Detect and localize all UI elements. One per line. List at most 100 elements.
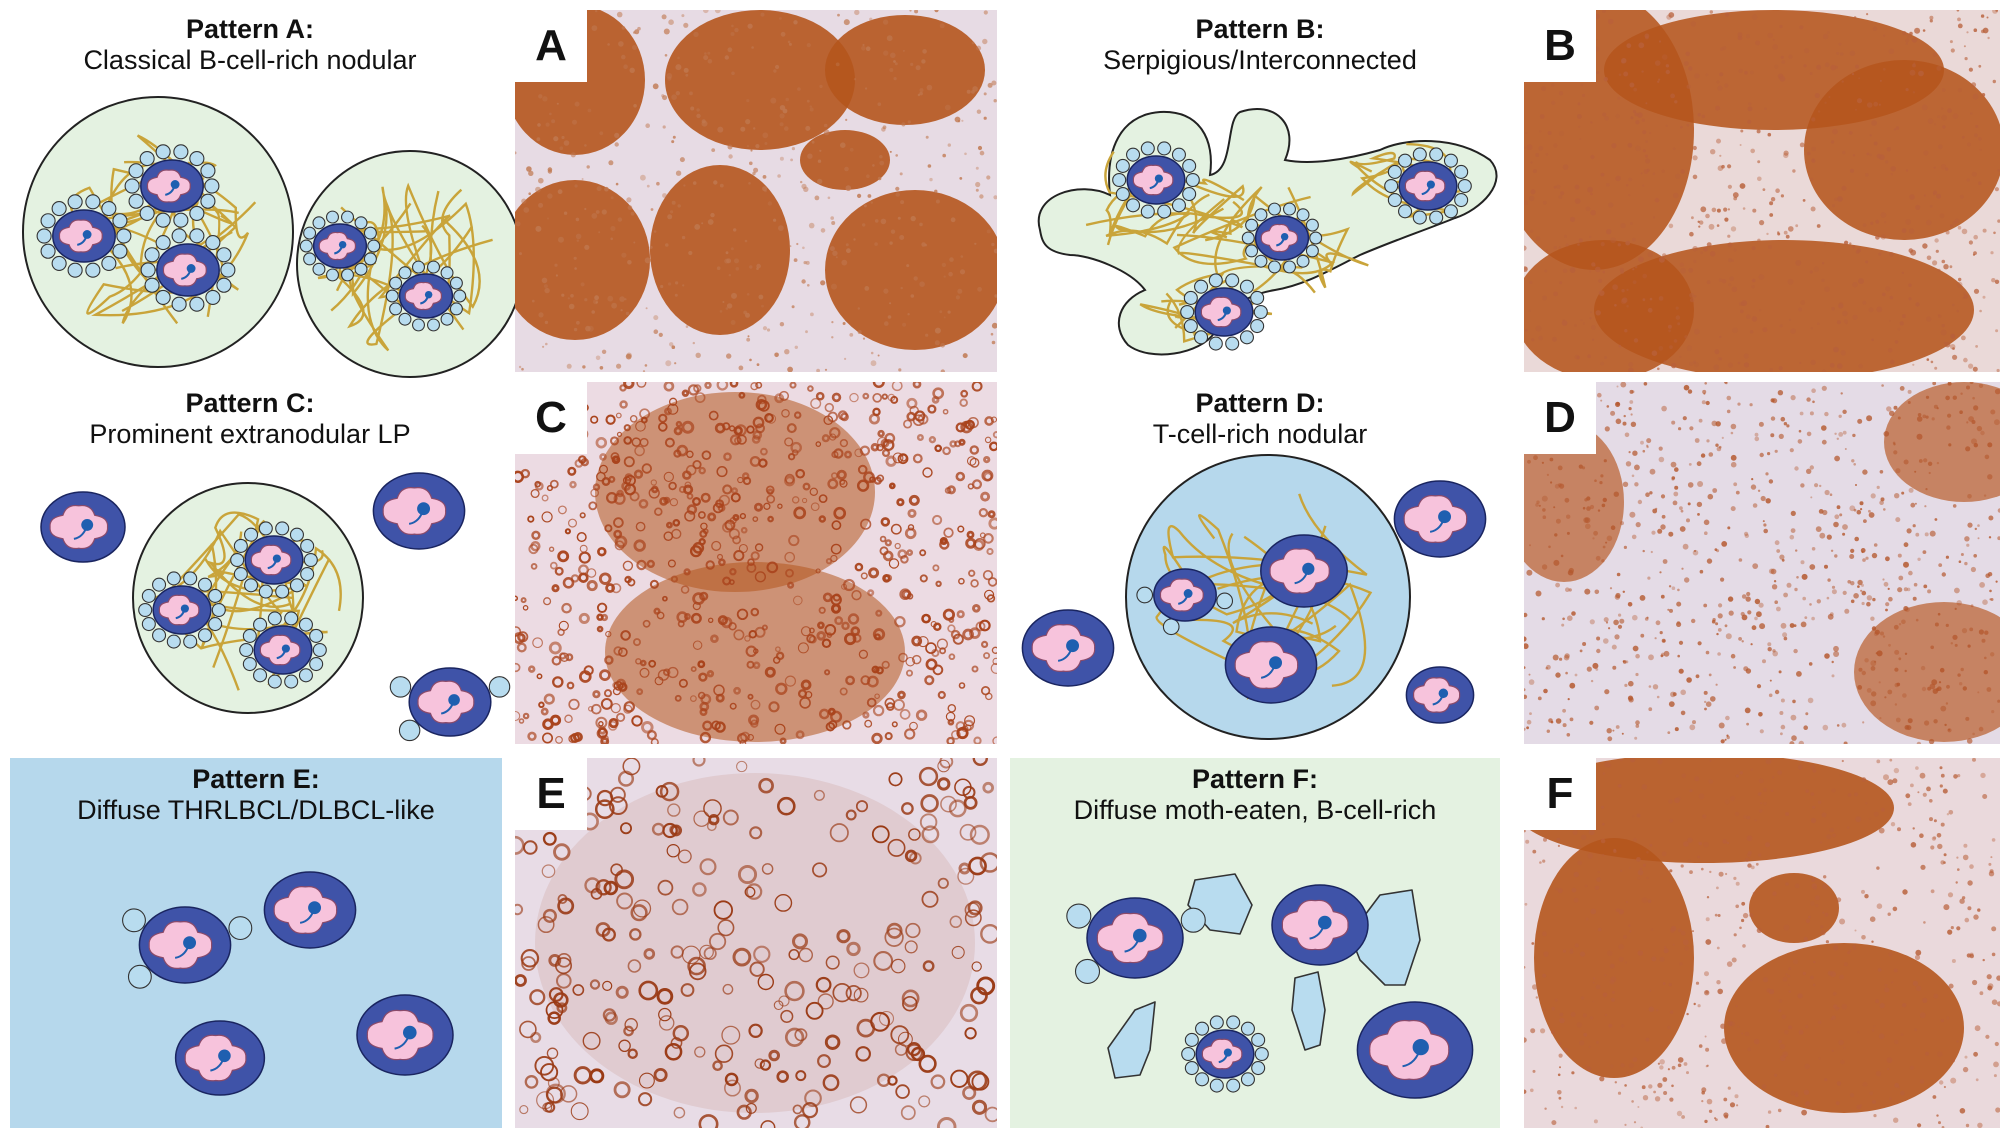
stained-cell	[637, 26, 641, 31]
stained-cell	[595, 10, 598, 13]
stained-cell	[1642, 184, 1645, 187]
stained-cell	[797, 642, 809, 654]
stained-cell	[722, 983, 734, 995]
stained-cell	[984, 1106, 997, 1123]
stained-cell	[729, 517, 737, 525]
stained-cell	[633, 31, 636, 34]
stained-cell	[1869, 1091, 1874, 1096]
stained-cell	[1724, 83, 1729, 88]
stained-cell	[646, 257, 649, 260]
stained-cell	[1797, 993, 1803, 999]
stained-cell	[541, 732, 553, 744]
stained-cell	[1926, 786, 1931, 792]
stained-cell	[784, 349, 790, 355]
stained-cell	[1663, 360, 1667, 363]
stained-cell	[1732, 327, 1738, 334]
stained-cell	[1962, 854, 1969, 861]
stained-cell	[1565, 243, 1569, 247]
stained-cell	[1759, 809, 1763, 813]
stained-cell	[664, 437, 675, 448]
stained-cell	[1758, 778, 1764, 784]
stained-cell	[1712, 618, 1716, 622]
stained-cell	[670, 575, 679, 583]
stained-cell	[937, 759, 951, 773]
stained-cell	[1986, 974, 1992, 980]
rosette-t-cell	[1171, 198, 1186, 213]
stained-cell	[697, 660, 706, 669]
stained-cell	[809, 107, 814, 112]
rosette-t-cell	[275, 584, 290, 599]
stained-cell	[1851, 459, 1855, 463]
stained-cell	[877, 354, 880, 357]
stained-cell	[1701, 1090, 1705, 1095]
stained-cell	[1830, 140, 1835, 144]
stained-cell	[725, 251, 729, 255]
lp-cell	[253, 625, 313, 675]
stained-cell	[801, 279, 806, 284]
stained-cell	[1758, 712, 1763, 717]
stained-cell	[971, 665, 979, 673]
stained-cell	[724, 1072, 739, 1087]
stained-cell	[1845, 322, 1848, 325]
stained-cell	[1812, 400, 1815, 404]
stained-cell	[1671, 476, 1676, 480]
stained-cell	[1752, 891, 1756, 895]
stained-cell	[1969, 627, 1974, 632]
stained-cell	[1696, 501, 1703, 508]
stained-cell	[1608, 202, 1614, 208]
stained-cell	[1526, 719, 1532, 725]
stained-cell	[967, 900, 983, 916]
stained-cell	[1625, 461, 1632, 467]
stained-cell	[745, 645, 758, 658]
stained-cell	[1689, 231, 1694, 237]
stained-cell	[984, 589, 995, 600]
stained-cell	[717, 919, 735, 937]
stained-cell	[1751, 478, 1754, 481]
stained-cell	[1675, 306, 1679, 310]
stained-cell	[849, 147, 854, 152]
stained-cell	[1795, 1091, 1799, 1095]
stained-cell	[1705, 650, 1710, 655]
stained-cell	[1704, 990, 1710, 996]
stained-cell	[860, 572, 868, 580]
stained-cell	[1733, 666, 1736, 669]
stained-cell	[1857, 579, 1863, 586]
stained-cell	[1578, 238, 1583, 243]
stained-cell	[828, 720, 838, 730]
stained-cell	[553, 843, 571, 861]
stained-cell	[1912, 524, 1916, 528]
stained-cell	[1694, 328, 1700, 335]
stained-cell	[1724, 12, 1730, 17]
stained-cell	[1880, 234, 1886, 240]
stained-cell	[824, 1034, 841, 1050]
stained-cell	[1641, 897, 1648, 904]
stained-cell	[1622, 481, 1629, 487]
rosette-t-cell	[1195, 1021, 1210, 1036]
stained-cell	[1714, 913, 1718, 917]
stained-cell	[668, 282, 672, 286]
stained-cell	[653, 1067, 668, 1082]
stained-cell	[1749, 330, 1754, 334]
stained-cell	[1991, 926, 1997, 932]
stained-cell	[1569, 717, 1574, 722]
stained-cell	[1800, 560, 1805, 565]
stained-cell	[701, 119, 706, 124]
rosette-t-cell	[189, 205, 205, 221]
stained-cell	[583, 665, 594, 676]
stained-cell	[751, 435, 761, 444]
stained-cell	[578, 564, 589, 576]
stained-cell	[897, 216, 901, 220]
stained-cell	[1606, 182, 1610, 187]
stained-cell	[704, 52, 707, 55]
stained-cell	[1968, 363, 1974, 369]
lp-cell-nucleus	[1260, 223, 1299, 253]
stained-cell	[703, 10, 709, 14]
stained-cell	[663, 471, 674, 483]
stained-cell	[976, 45, 982, 51]
stained-cell	[905, 656, 916, 667]
stained-cell	[1866, 415, 1873, 422]
stained-cell	[1886, 1057, 1893, 1063]
stained-cell	[1989, 589, 1992, 593]
stained-cell	[959, 269, 966, 275]
stained-cell	[1539, 114, 1545, 119]
